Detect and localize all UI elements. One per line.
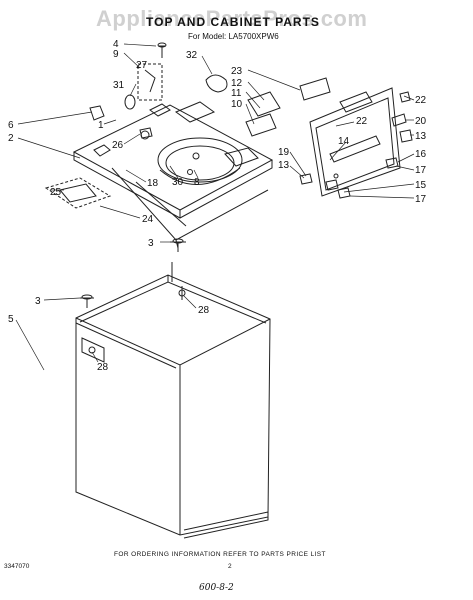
callout-14: 14	[338, 136, 350, 147]
callout-labels: 4 9 27 31 32 23 12 11 10 22 22 20 13 14 …	[8, 39, 427, 373]
callout-28-lower: 28	[97, 362, 109, 373]
ordering-info-note: FOR ORDERING INFORMATION REFER TO PARTS …	[114, 551, 326, 558]
callout-12: 12	[231, 78, 243, 89]
callout-3-upper: 3	[148, 238, 154, 249]
callout-13-right: 13	[415, 131, 427, 142]
callout-31: 31	[113, 80, 125, 91]
callout-5: 5	[8, 314, 14, 325]
callout-22-right: 22	[415, 95, 427, 106]
callout-2: 2	[8, 133, 14, 144]
model-label: For Model: LA5700XPW6	[188, 32, 279, 41]
callout-28-upper: 28	[198, 305, 210, 316]
callout-30: 30	[172, 177, 184, 188]
page-title: TOP AND CABINET PARTS	[146, 15, 320, 29]
callout-17-lower: 17	[415, 194, 427, 205]
leader-lines	[15, 43, 415, 371]
callout-24: 24	[142, 214, 154, 225]
document-number: 3347070	[4, 563, 30, 570]
callout-3-lower: 3	[35, 296, 41, 307]
callout-17-upper: 17	[415, 165, 427, 176]
cabinet-drawing	[75, 262, 271, 539]
callout-16: 16	[415, 149, 427, 160]
callout-26: 26	[112, 140, 124, 151]
watermark-text: AppliancePartsPros.com	[96, 6, 368, 31]
callout-22-lid: 22	[356, 116, 368, 127]
callout-11: 11	[231, 88, 242, 99]
top-assembly-drawing	[72, 101, 274, 249]
callout-18: 18	[147, 178, 159, 189]
callout-1: 1	[98, 120, 104, 131]
callout-6: 6	[8, 120, 14, 131]
callout-25: 25	[50, 187, 62, 198]
page-number: 2	[228, 563, 232, 570]
lid-drawing	[309, 87, 401, 197]
small-parts-drawing	[44, 42, 413, 308]
callout-23: 23	[231, 66, 243, 77]
callout-9: 9	[113, 49, 119, 60]
callout-15: 15	[415, 180, 427, 191]
callout-13-left: 13	[278, 160, 290, 171]
callout-32: 32	[186, 50, 198, 61]
callout-27: 27	[136, 60, 148, 71]
callout-8: 8	[194, 177, 200, 188]
callout-20: 20	[415, 116, 427, 127]
callout-19: 19	[278, 147, 290, 158]
callout-10: 10	[231, 99, 243, 110]
callout-4: 4	[113, 39, 119, 50]
handwritten-note: 600-8-2	[199, 583, 234, 593]
